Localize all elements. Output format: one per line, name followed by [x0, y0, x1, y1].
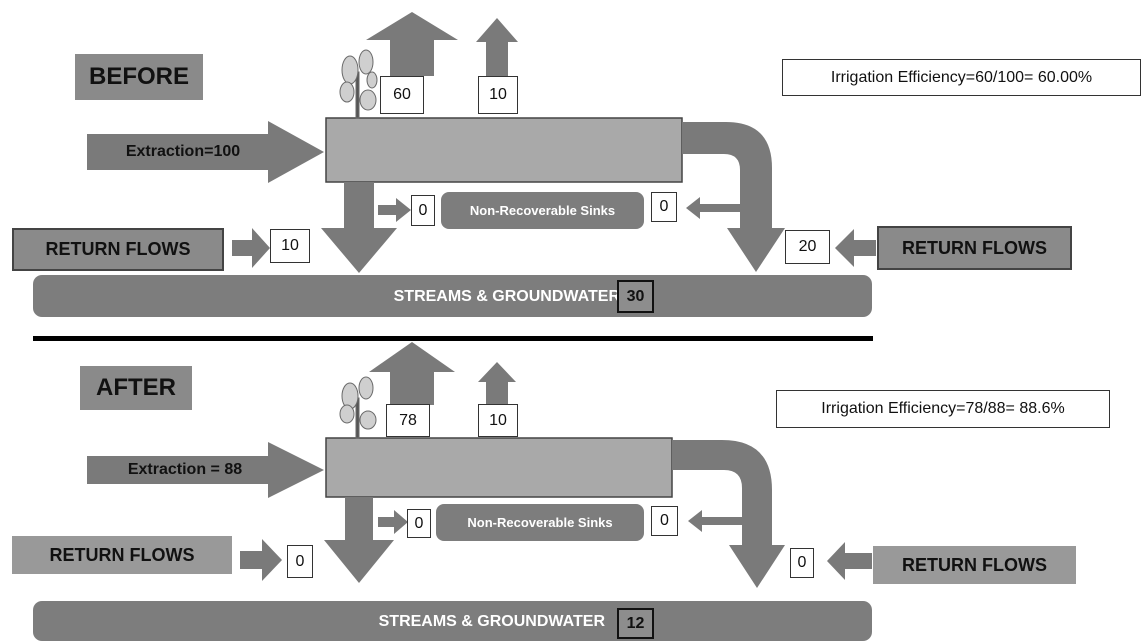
- before-evap-arrow: [476, 18, 518, 76]
- before-sink-right-value: 0: [651, 192, 677, 222]
- before-return-left-arrow: [232, 228, 270, 268]
- section-divider: [33, 336, 873, 341]
- after-sink-right-value: 0: [651, 506, 678, 536]
- after-return-left-value: 0: [287, 545, 313, 578]
- before-sink-left-arrow: [378, 198, 411, 222]
- before-plant-icon: [339, 49, 378, 119]
- after-field-box: [325, 437, 673, 498]
- after-return-left-arrow: [240, 539, 282, 581]
- after-crop-value: 78: [386, 404, 430, 437]
- after-curved-arrow: [672, 440, 785, 588]
- before-return-left-value: 10: [270, 229, 310, 263]
- after-streams-label: STREAMS & GROUNDWATER: [378, 613, 605, 630]
- before-graphics: [33, 12, 876, 317]
- before-return-left-label: RETURN FLOWS: [12, 228, 224, 271]
- before-efficiency-box: Irrigation Efficiency=60/100= 60.00%: [782, 59, 1141, 96]
- before-streams-value: 30: [617, 280, 654, 313]
- after-crop-arrow: [369, 342, 455, 405]
- after-sink-left-value: 0: [407, 509, 431, 538]
- before-return-right-value: 20: [785, 230, 830, 264]
- before-sink-right-arrow: [686, 197, 742, 219]
- before-return-right-label: RETURN FLOWS: [877, 226, 1072, 270]
- before-return-right-arrow: [835, 229, 876, 267]
- after-return-right-arrow: [827, 542, 872, 580]
- after-plant-icon: [339, 376, 377, 439]
- before-sink-left-value: 0: [411, 195, 435, 226]
- after-graphics: [33, 342, 872, 641]
- before-crop-arrow: [366, 12, 458, 76]
- before-heading: BEFORE: [75, 54, 203, 100]
- after-return-right-value: 0: [790, 548, 814, 578]
- after-sinks-pill: Non-Recoverable Sinks: [436, 504, 644, 541]
- before-field-box: [325, 117, 683, 183]
- after-return-left-label: RETURN FLOWS: [12, 536, 232, 574]
- before-streams-bar: [33, 275, 872, 317]
- after-heading: AFTER: [80, 366, 192, 410]
- before-extraction-label: Extraction=100: [125, 143, 241, 160]
- after-sink-right-arrow: [688, 510, 746, 532]
- after-return-right-label: RETURN FLOWS: [873, 546, 1076, 584]
- before-down-arrow: [321, 182, 397, 273]
- after-extraction-label: Extraction = 88: [127, 461, 243, 478]
- before-extraction-arrow: [87, 121, 324, 183]
- before-streams-label: STREAMS & GROUNDWATER: [393, 288, 620, 305]
- after-extraction-arrow: [87, 442, 324, 498]
- after-down-arrow: [324, 497, 394, 583]
- before-sinks-pill: Non-Recoverable Sinks: [441, 192, 644, 229]
- before-crop-value: 60: [380, 76, 424, 114]
- after-evap-arrow: [478, 362, 516, 405]
- before-curved-arrow: [682, 122, 785, 272]
- after-streams-value: 12: [617, 608, 654, 639]
- before-evap-value: 10: [478, 76, 518, 114]
- after-sink-left-arrow: [378, 510, 408, 534]
- after-evap-value: 10: [478, 404, 518, 437]
- after-efficiency-box: Irrigation Efficiency=78/88= 88.6%: [776, 390, 1110, 428]
- after-streams-bar: [33, 601, 872, 641]
